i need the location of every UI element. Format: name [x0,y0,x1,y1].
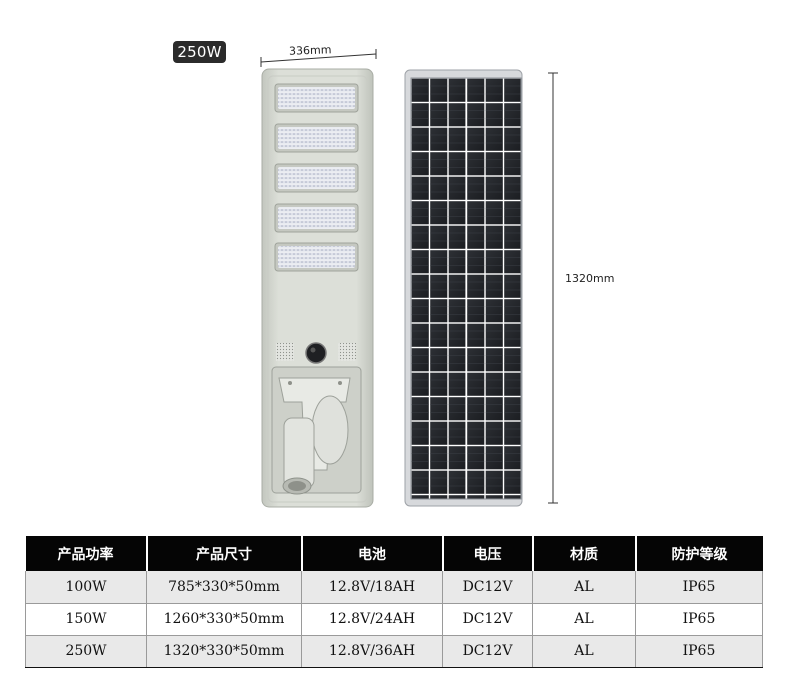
led-module [274,123,359,153]
cell-battery: 12.8V/18AH [301,571,443,604]
cell-protection: IP65 [635,603,763,636]
led-module [274,242,359,272]
cell-size: 1260*330*50mm [146,603,302,636]
header-power: 产品功率 [25,536,148,571]
specification-table: 产品功率 产品尺寸 电池 电压 材质 防护等级 100W 785*330*50m… [25,536,763,668]
table-row: 150W 1260*330*50mm 12.8V/24AH DC12V AL I… [25,603,763,636]
table-row: 250W 1320*330*50mm 12.8V/36AH DC12V AL I… [25,635,763,668]
cell-power: 250W [25,635,147,668]
mounting-bracket [271,366,362,495]
motion-sensor [305,342,327,364]
cell-power: 150W [25,603,147,636]
cell-protection: IP65 [635,635,763,668]
table-row: 100W 785*330*50mm 12.8V/18AH DC12V AL IP… [25,571,763,604]
cell-material: AL [532,635,636,668]
cell-voltage: DC12V [442,571,533,604]
power-badge: 250W [173,41,226,63]
cell-voltage: DC12V [442,603,533,636]
cell-protection: IP65 [635,571,763,604]
height-dimension-label: 1320mm [565,272,615,285]
led-module [274,163,359,193]
led-module [274,203,359,233]
product-illustration [260,49,558,508]
height-dimension-line [548,72,558,504]
cell-voltage: DC12V [442,635,533,668]
cell-size: 785*330*50mm [146,571,302,604]
speaker-grill-left [276,343,294,361]
solar-panel [404,69,523,507]
cell-material: AL [532,571,636,604]
speaker-grill-right [338,343,356,361]
header-battery: 电池 [301,536,444,571]
cell-battery: 12.8V/24AH [301,603,443,636]
table-header-row: 产品功率 产品尺寸 电池 电压 材质 防护等级 [25,536,763,571]
cell-size: 1320*330*50mm [146,635,302,668]
lamp-front-view [261,68,374,508]
header-protection: 防护等级 [635,536,763,571]
width-dimension-line [260,49,377,67]
cell-power: 100W [25,571,147,604]
cell-material: AL [532,603,636,636]
led-module [274,83,359,113]
header-material: 材质 [532,536,637,571]
header-size: 产品尺寸 [146,536,303,571]
cell-battery: 12.8V/36AH [301,635,443,668]
header-voltage: 电压 [442,536,534,571]
